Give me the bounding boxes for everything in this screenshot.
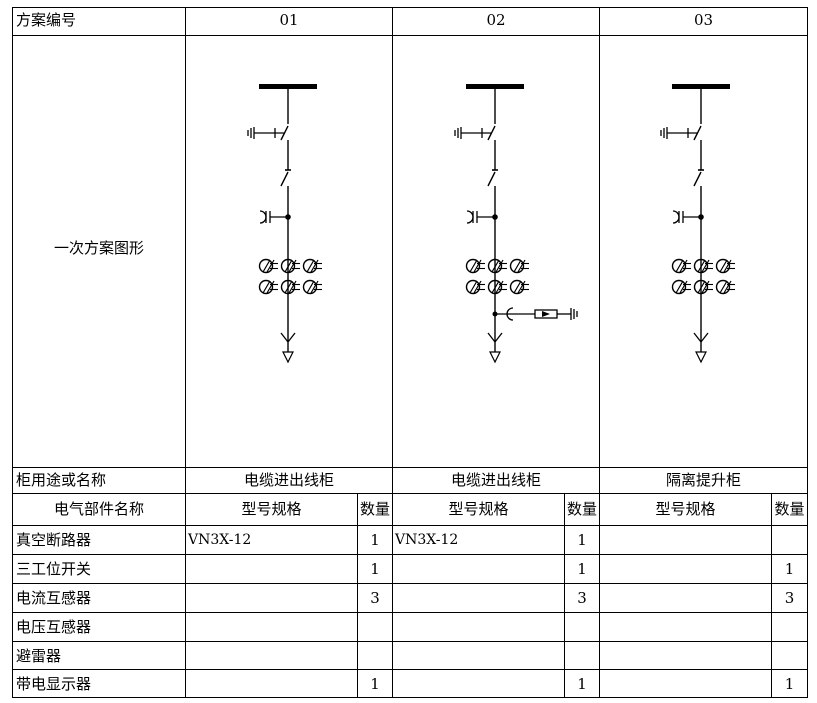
part-qty: 1 xyxy=(577,560,587,578)
scheme-03-diagram xyxy=(661,84,735,362)
surge-arrester-branch xyxy=(492,307,578,321)
part-qty: 3 xyxy=(577,589,587,607)
scheme-number-03: 03 xyxy=(693,11,714,29)
model-header-02: 型号规格 xyxy=(448,500,509,518)
part-name: 避雷器 xyxy=(16,647,62,665)
part-qty: 3 xyxy=(784,589,795,607)
part-name: 电压互感器 xyxy=(16,618,92,636)
part-model: VN3X-12 xyxy=(395,532,459,548)
part-name-header: 电气部件名称 xyxy=(53,500,144,518)
scheme-02-diagram xyxy=(455,84,578,362)
part-name: 真空断路器 xyxy=(16,531,92,549)
part-name: 电流互感器 xyxy=(16,589,92,607)
part-qty: 3 xyxy=(370,589,380,607)
cabinet-name-01: 电缆进出线柜 xyxy=(243,471,334,489)
model-header-03: 型号规格 xyxy=(655,500,716,518)
model-header-01: 型号规格 xyxy=(241,500,302,518)
scheme-01-diagram xyxy=(248,84,322,362)
part-qty: 1 xyxy=(370,531,380,549)
part-qty: 1 xyxy=(577,675,587,693)
cabinet-name-03: 隔离提升柜 xyxy=(665,471,741,489)
part-qty: 1 xyxy=(784,675,795,693)
part-name: 带电显示器 xyxy=(16,675,92,693)
qty-header-02: 数量 xyxy=(566,500,597,518)
part-qty: 1 xyxy=(370,560,380,578)
part-model: VN3X-12 xyxy=(188,532,252,548)
qty-header-03: 数量 xyxy=(774,500,805,518)
part-qty: 1 xyxy=(577,531,587,549)
scheme-number-01: 01 xyxy=(279,11,299,29)
primary-scheme-label: 一次方案图形 xyxy=(53,239,144,257)
part-qty: 1 xyxy=(784,560,795,578)
scheme-number-label: 方案编号 xyxy=(16,11,77,29)
part-name: 三工位开关 xyxy=(16,560,92,578)
scheme-number-02: 02 xyxy=(486,11,506,29)
qty-header-01: 数量 xyxy=(359,500,390,518)
cabinet-usage-label: 柜用途或名称 xyxy=(16,471,107,489)
cabinet-name-02: 电缆进出线柜 xyxy=(450,471,541,489)
part-qty: 1 xyxy=(370,675,380,693)
